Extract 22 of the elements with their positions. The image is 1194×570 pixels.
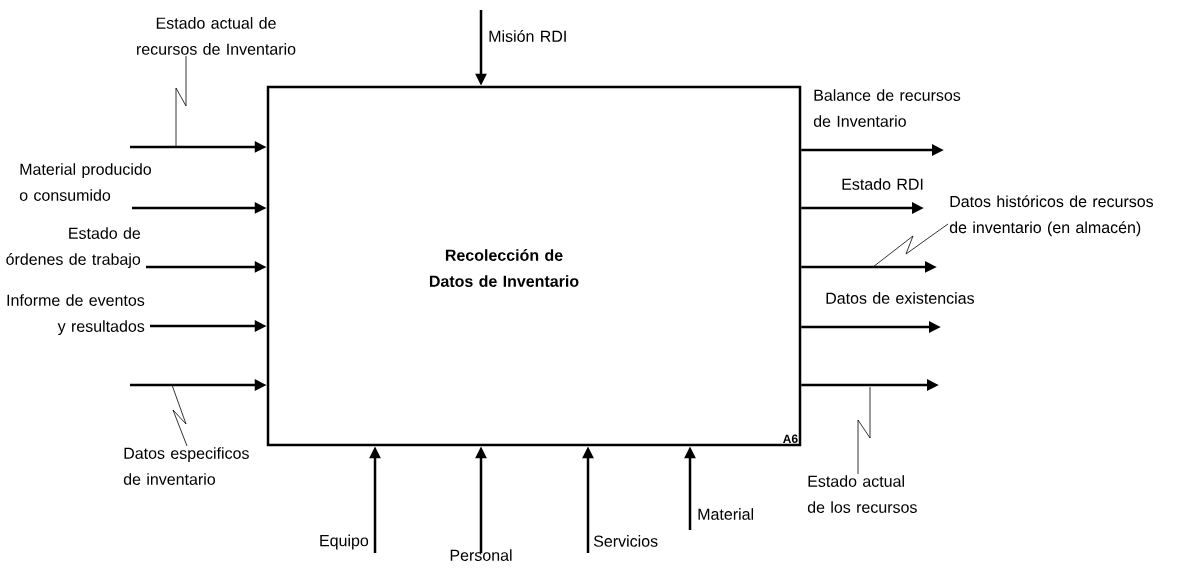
arrow-label: Misión RDI [489,30,566,42]
activity-title: Recolección de Datos de Inventario [429,249,579,287]
arrow-label: Estado actual de los recursos [807,475,917,513]
node-number: A6 [783,434,798,444]
arrow-label: Estado actual de recursos de Inventario [137,17,296,55]
arrow-label: Material [698,508,754,520]
arrow-label: Datos históricos de recursos de inventario (en almacén) [949,195,1154,237]
squiggle-leader [175,55,187,148]
squiggle-leader [872,223,949,268]
arrow-label: Datos de existencias [826,292,974,304]
arrow-label: Personal [450,549,512,561]
arrow-label: Servicios [593,535,658,547]
arrow-label: Estado de órdenes de trabajo [6,227,141,269]
arrow-label: Material producido o consumido [19,163,151,201]
squiggle-leader [171,384,188,447]
squiggle-leader [857,386,871,475]
activity-box [266,85,802,447]
arrow-label: Informe de eventos y resultados [7,294,145,336]
arrow-label: Estado RDI [842,178,923,190]
arrow-label: Datos especificos de inventario [123,447,249,485]
arrow-label: Equipo [320,534,369,550]
arrow-label: Balance de recursos de Inventario [813,89,961,127]
